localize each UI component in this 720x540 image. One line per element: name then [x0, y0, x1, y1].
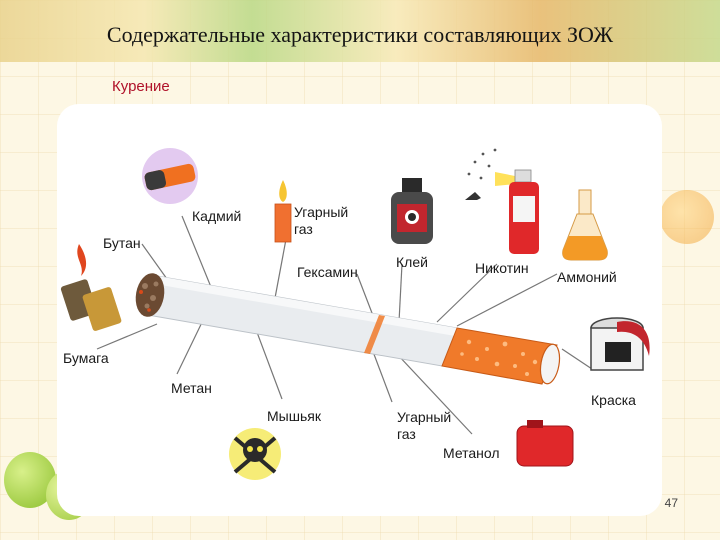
top-fruit-banner — [0, 0, 720, 62]
cigarette-illustration — [60, 148, 650, 480]
label-hexamine: Гексамин — [297, 264, 358, 280]
label-carbon-monoxide-top-line1: Угарный — [294, 204, 349, 220]
slide-subtitle: Курение — [112, 78, 170, 95]
cadmium-battery-icon — [142, 148, 198, 204]
label-ammonia: Аммоний — [557, 269, 617, 285]
arsenic-skull-icon — [229, 428, 281, 480]
label-cadmium: Кадмий — [192, 208, 242, 224]
label-nicotine: Никотин — [475, 260, 529, 276]
label-carbon-monoxide-top-line2: газ — [294, 221, 313, 237]
slide-title: Содержательные характеристики составляющ… — [106, 22, 614, 47]
ammonia-flask-icon — [562, 189, 608, 261]
spray-can-icon — [465, 148, 539, 254]
butane-lighter-icon — [60, 244, 122, 331]
orange-decoration — [660, 190, 714, 244]
glue-bottle-icon — [391, 178, 433, 244]
paint-can-icon — [590, 317, 650, 371]
label-paper: Бумага — [63, 350, 109, 366]
label-carbon-monoxide-bottom-line1: Угарный — [397, 409, 452, 425]
label-glue: Клей — [396, 254, 428, 270]
label-paint: Краска — [591, 392, 636, 408]
cigarette — [135, 273, 561, 385]
cigarette-illustration-panel: Кадмий Угарный газ Бутан Гексамин Клей Н… — [57, 104, 662, 516]
methanol-canister-icon — [516, 420, 574, 467]
candle-icon — [274, 180, 292, 243]
label-carbon-monoxide-bottom-line2: газ — [397, 426, 416, 442]
label-methane: Метан — [171, 380, 212, 396]
label-methanol: Метанол — [443, 445, 500, 461]
page-number: 47 — [664, 496, 678, 510]
label-arsenic: Мышьяк — [267, 408, 321, 424]
label-butane: Бутан — [103, 235, 141, 251]
